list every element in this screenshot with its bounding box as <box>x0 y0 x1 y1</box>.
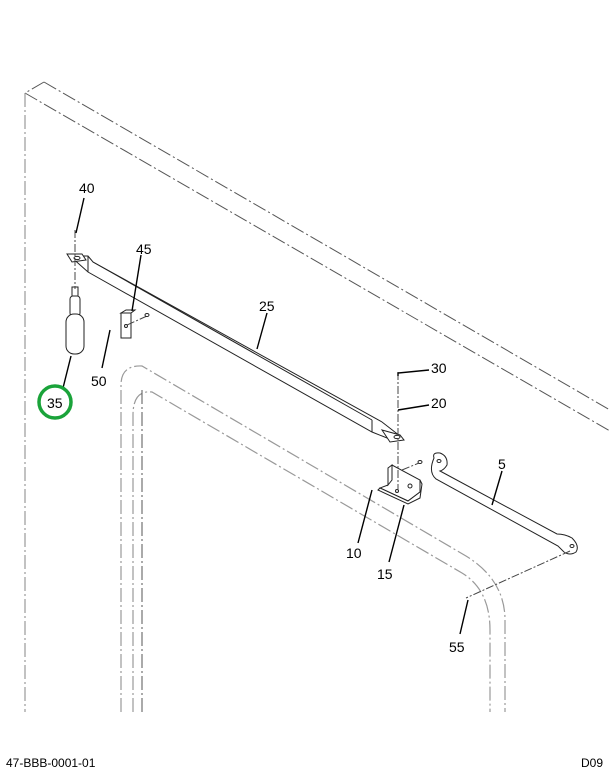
highlight-ring-35 <box>37 384 73 420</box>
cab-wall-outline <box>24 81 610 712</box>
callout-5[interactable]: 5 <box>498 456 506 472</box>
callout-15[interactable]: 15 <box>377 566 393 582</box>
sheet-id: D09 <box>580 756 603 770</box>
part-screw <box>417 460 423 464</box>
callout-10[interactable]: 10 <box>346 545 362 561</box>
callout-20[interactable]: 20 <box>431 395 447 411</box>
part-50-screw <box>144 313 150 317</box>
callout-35[interactable]: 35 <box>47 395 63 411</box>
axis-55 <box>465 550 571 599</box>
part-35-grip <box>65 286 85 355</box>
part-15-bracket <box>377 464 423 505</box>
axis-50 <box>126 315 148 326</box>
axis-screw <box>401 462 420 471</box>
callout-30[interactable]: 30 <box>431 360 447 376</box>
callout-55[interactable]: 55 <box>449 639 465 655</box>
document-id: 47-BBB-0001-01 <box>6 756 96 770</box>
callout-45[interactable]: 45 <box>136 241 152 257</box>
part-5-grab-handle <box>430 452 578 555</box>
callout-40[interactable]: 40 <box>79 180 95 196</box>
callout-50[interactable]: 50 <box>91 373 107 389</box>
leader-lines <box>62 197 503 635</box>
door-opening-outline <box>120 365 506 712</box>
part-45-block <box>119 309 137 339</box>
callout-25[interactable]: 25 <box>259 298 275 314</box>
